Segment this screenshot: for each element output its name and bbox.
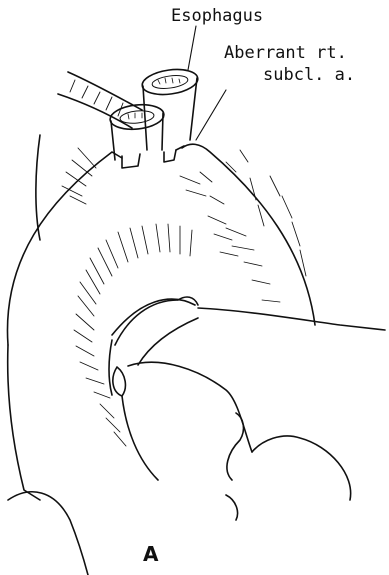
esophagus-tubes (109, 66, 200, 168)
aortic-arch (7, 135, 385, 575)
leader-lines (188, 26, 226, 140)
aberrant-subclavian-vessel (58, 72, 142, 128)
aberrant-artery-label-line2: subcl. a. (263, 65, 355, 85)
esophagus-label: Esophagus (171, 6, 263, 26)
panel-letter: A (143, 544, 158, 564)
aberrant-artery-label-line1: Aberrant rt. (224, 43, 347, 63)
